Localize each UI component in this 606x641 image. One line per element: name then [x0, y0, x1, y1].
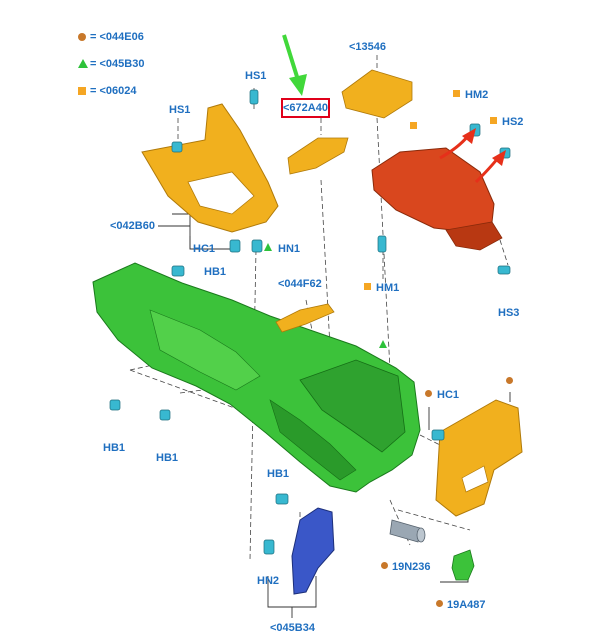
label-hb1-upper: HB1: [204, 266, 227, 278]
side-trim-yellow: [435, 399, 523, 517]
label-hn1: HN1: [278, 243, 301, 255]
highlighted-part-label: <672A40: [283, 102, 328, 114]
triangle-marker-icon: [264, 243, 272, 251]
circle-marker-icon: [381, 562, 388, 569]
label-hs1-left: HS1: [169, 104, 191, 116]
label-hb1-left: HB1: [103, 442, 126, 454]
circle-marker-icon: [425, 390, 432, 397]
part-044f62-bracket: [275, 303, 335, 333]
label-hc1-right: HC1: [437, 389, 460, 401]
legend-square-icon: [78, 87, 86, 95]
part-13546-tray: [341, 69, 413, 119]
part-19n236-cylinder: [389, 519, 426, 543]
label-hc1-left: HC1: [193, 243, 216, 255]
label-044f62: <044F62: [278, 278, 322, 290]
square-marker-icon: [453, 90, 460, 97]
label-19a487: 19A487: [447, 599, 486, 611]
bracket-blue: [291, 507, 335, 595]
part-672a40-bracket: [287, 137, 349, 175]
legend-square-label: = <06024: [90, 85, 137, 97]
highlighted-part-callout[interactable]: <672A40: [281, 98, 330, 118]
label-hn2: HN2: [257, 575, 280, 587]
label-hb1-mid: HB1: [156, 452, 179, 464]
square-marker-icon: [490, 117, 497, 124]
square-marker-icon: [364, 283, 371, 290]
circle-marker-icon: [506, 377, 513, 384]
circle-marker-icon: [436, 600, 443, 607]
label-hm2: HM2: [465, 89, 489, 101]
square-marker-icon: [410, 122, 417, 129]
legend-circle-icon: [78, 33, 86, 41]
center-console-green: [92, 262, 421, 493]
triangle-marker-icon: [379, 340, 387, 348]
red-arrowhead-2: [492, 150, 506, 166]
part-19a487-knob: [451, 549, 475, 581]
armrest-red: [371, 147, 503, 251]
green-pointer-arrow: [282, 34, 307, 96]
label-042b60: <042B60: [110, 220, 155, 232]
label-045b34: <045B34: [270, 622, 315, 634]
side-trim-opening: [461, 465, 489, 493]
label-hm1: HM1: [376, 282, 400, 294]
upper-bezel-yellow: [141, 103, 279, 233]
label-hs1-top: HS1: [245, 70, 267, 82]
label-13546: <13546: [349, 41, 387, 53]
label-19n236: 19N236: [392, 561, 431, 573]
red-arrowhead-1: [462, 128, 476, 144]
legend-triangle-label: = <045B30: [90, 58, 145, 70]
label-hs2: HS2: [502, 116, 524, 128]
label-hb1-lower: HB1: [267, 468, 290, 480]
bracket-lines: [158, 213, 511, 618]
label-hs3: HS3: [498, 307, 520, 319]
clips: [109, 89, 511, 555]
legend-circle-label: = <044E06: [90, 31, 144, 43]
legend-triangle-icon: [78, 59, 88, 68]
